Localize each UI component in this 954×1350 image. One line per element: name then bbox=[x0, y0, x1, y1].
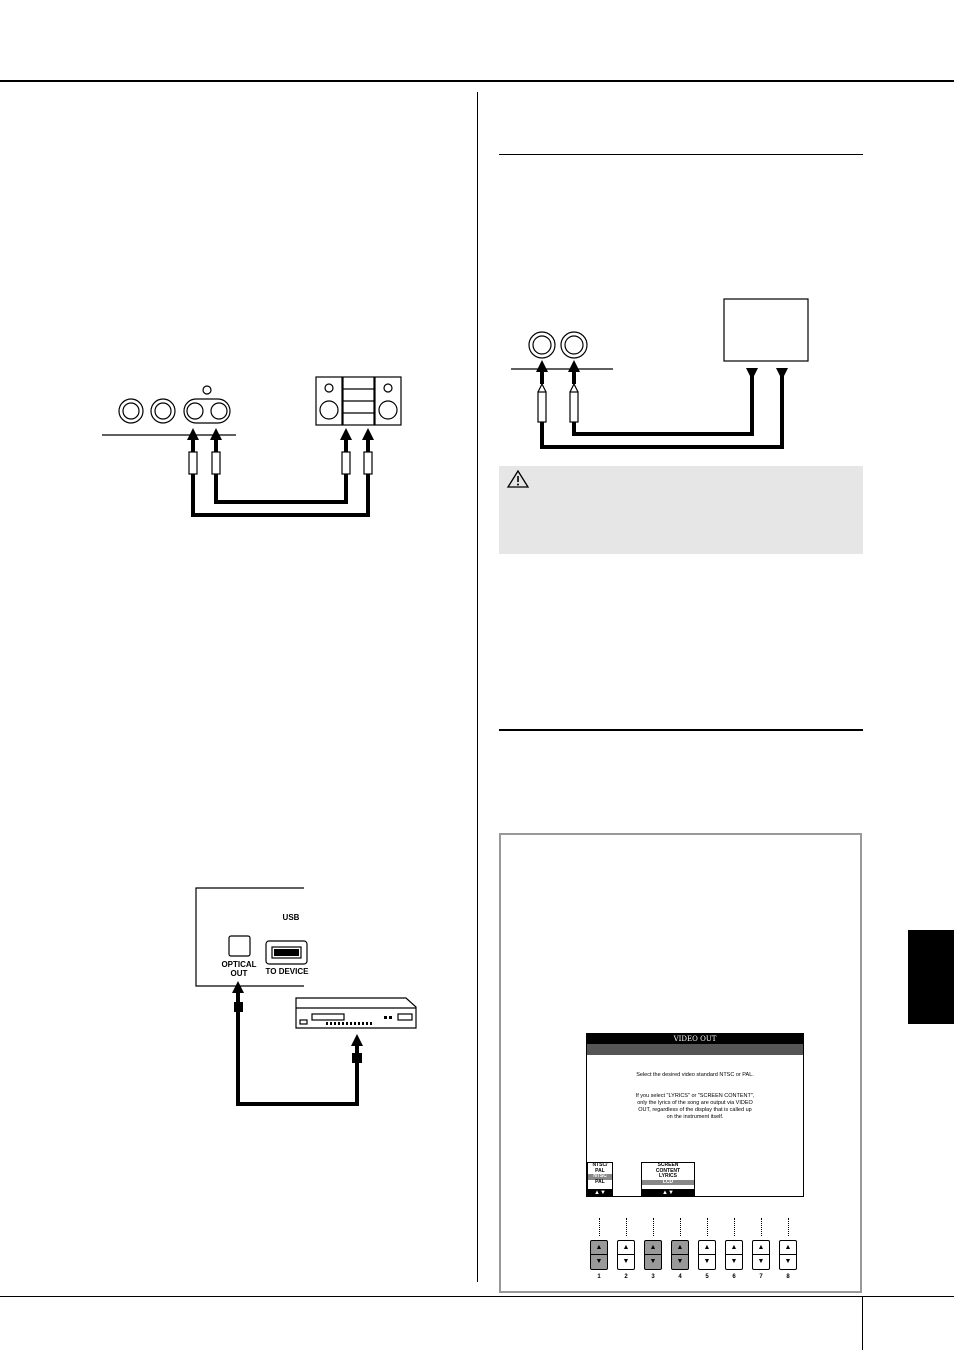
updown-button-5[interactable]: ▲▼ bbox=[698, 1240, 716, 1270]
panel-button-3[interactable]: ▲▼3 bbox=[644, 1214, 662, 1290]
button-leader-line bbox=[599, 1218, 600, 1236]
updown-button-2[interactable]: ▲▼ bbox=[617, 1240, 635, 1270]
usb-label: USB bbox=[282, 913, 300, 922]
down-arrow-icon: ▼ bbox=[699, 1254, 715, 1268]
down-arrow-icon: ▼ bbox=[726, 1254, 742, 1268]
panel-button-row: ▲▼1▲▼2▲▼3▲▼4▲▼5▲▼6▲▼7▲▼8 bbox=[586, 1214, 806, 1290]
to-device-label: TO DEVICE bbox=[265, 967, 309, 976]
button-number-label: 7 bbox=[759, 1274, 763, 1280]
panel-button-6[interactable]: ▲▼6 bbox=[725, 1214, 743, 1290]
button-leader-line bbox=[680, 1218, 681, 1236]
button-number-label: 8 bbox=[786, 1274, 790, 1280]
video-out-lcd: VIDEO OUT Select the desired video stand… bbox=[586, 1033, 804, 1197]
updown-button-7[interactable]: ▲▼ bbox=[752, 1240, 770, 1270]
warning-triangle-icon bbox=[506, 469, 530, 488]
up-arrow-icon: ▲ bbox=[757, 1244, 765, 1251]
button-leader-line bbox=[788, 1218, 789, 1236]
ntsc-pal-parameter[interactable]: NTSC/ PAL NTSC PAL ▲▼ bbox=[587, 1162, 613, 1196]
button-number-label: 1 bbox=[597, 1274, 601, 1280]
lcd-message-line4: OUT, regardless of the display that is c… bbox=[638, 1107, 752, 1113]
button-leader-line bbox=[707, 1218, 708, 1236]
bottom-rule bbox=[0, 1296, 954, 1297]
button-number-label: 4 bbox=[678, 1274, 682, 1280]
down-arrow-icon: ▼ bbox=[645, 1254, 661, 1268]
panel-button-7[interactable]: ▲▼7 bbox=[752, 1214, 770, 1290]
caution-box bbox=[499, 466, 863, 554]
down-arrow-icon: ▼ bbox=[753, 1254, 769, 1268]
screen-illustration-frame bbox=[499, 833, 862, 1293]
section-rule-2 bbox=[499, 729, 863, 731]
button-leader-line bbox=[626, 1218, 627, 1236]
lcd-message-line1: Select the desired video standard NTSC o… bbox=[636, 1072, 754, 1078]
lcd-title: VIDEO OUT bbox=[587, 1034, 803, 1044]
button-leader-line bbox=[734, 1218, 735, 1236]
down-arrow-icon: ▼ bbox=[618, 1254, 634, 1268]
up-arrow-icon: ▲ bbox=[649, 1244, 657, 1251]
page-number-divider bbox=[862, 1296, 863, 1350]
updown-arrow-icon: ▲▼ bbox=[588, 1189, 612, 1196]
updown-button-3[interactable]: ▲▼ bbox=[644, 1240, 662, 1270]
lcd-message-line2: If you select "LYRICS" or "SCREEN CONTEN… bbox=[635, 1093, 755, 1099]
updown-arrow-icon: ▲▼ bbox=[642, 1189, 694, 1196]
button-leader-line bbox=[761, 1218, 762, 1236]
button-number-label: 2 bbox=[624, 1274, 628, 1280]
panel-button-4[interactable]: ▲▼4 bbox=[671, 1214, 689, 1290]
updown-button-8[interactable]: ▲▼ bbox=[779, 1240, 797, 1270]
optical-out-label: OPTICAL OUT bbox=[221, 960, 257, 978]
updown-button-4[interactable]: ▲▼ bbox=[671, 1240, 689, 1270]
panel-button-5[interactable]: ▲▼5 bbox=[698, 1214, 716, 1290]
screen-content-parameter[interactable]: SCREEN CONTENT LYRICS LCD ▲▼ bbox=[641, 1162, 695, 1196]
top-rule bbox=[0, 80, 954, 82]
lcd-message-line5: on the instrument itself. bbox=[666, 1114, 724, 1120]
button-number-label: 3 bbox=[651, 1274, 655, 1280]
up-arrow-icon: ▲ bbox=[676, 1244, 684, 1251]
down-arrow-icon: ▼ bbox=[780, 1254, 796, 1268]
section-rule-1 bbox=[499, 154, 863, 155]
column-divider bbox=[477, 92, 478, 1282]
panel-button-1[interactable]: ▲▼1 bbox=[590, 1214, 608, 1290]
updown-button-6[interactable]: ▲▼ bbox=[725, 1240, 743, 1270]
down-arrow-icon: ▼ bbox=[672, 1254, 688, 1268]
panel-button-8[interactable]: ▲▼8 bbox=[779, 1214, 797, 1290]
button-number-label: 5 bbox=[705, 1274, 709, 1280]
up-arrow-icon: ▲ bbox=[784, 1244, 792, 1251]
up-arrow-icon: ▲ bbox=[703, 1244, 711, 1251]
lcd-header-band bbox=[587, 1044, 803, 1055]
up-arrow-icon: ▲ bbox=[595, 1244, 603, 1251]
up-arrow-icon: ▲ bbox=[730, 1244, 738, 1251]
updown-button-1[interactable]: ▲▼ bbox=[590, 1240, 608, 1270]
button-leader-line bbox=[653, 1218, 654, 1236]
up-arrow-icon: ▲ bbox=[622, 1244, 630, 1251]
button-number-label: 6 bbox=[732, 1274, 736, 1280]
down-arrow-icon: ▼ bbox=[591, 1254, 607, 1268]
panel-button-2[interactable]: ▲▼2 bbox=[617, 1214, 635, 1290]
lcd-message-line3: only the lyrics of the song are output v… bbox=[637, 1100, 753, 1106]
chapter-tab bbox=[908, 930, 954, 1024]
